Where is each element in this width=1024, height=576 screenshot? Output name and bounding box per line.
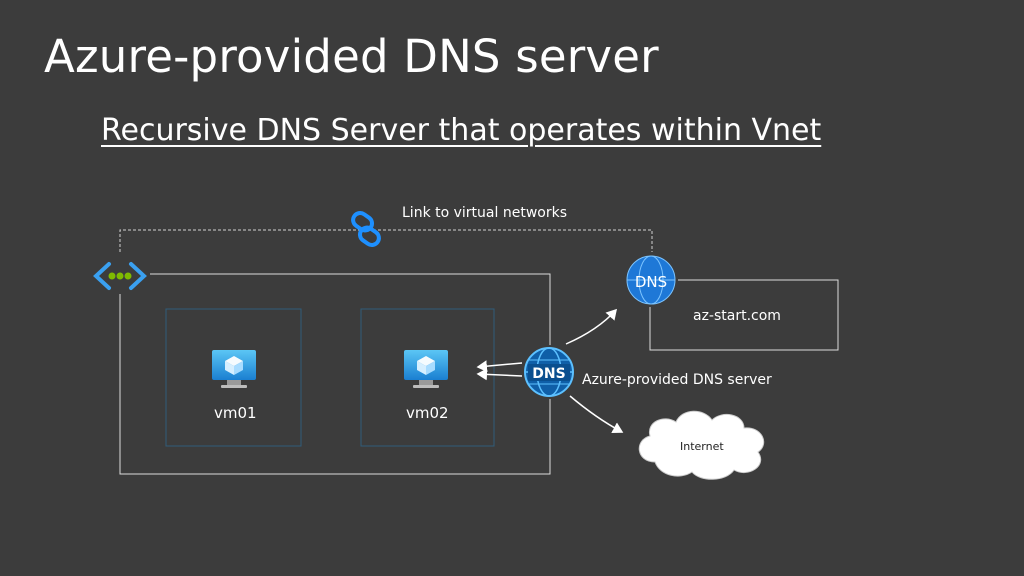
page-subtitle: Recursive DNS Server that operates withi…: [101, 113, 822, 148]
vm02-label: vm02: [406, 404, 449, 422]
virtual-machine-icon: [212, 350, 256, 388]
dns-to-zone-arrow: [565, 308, 618, 345]
private-zone-box: [649, 279, 839, 351]
dns-to-vm-arrow: [476, 368, 523, 381]
zone-badge-text: DNS: [635, 273, 667, 291]
dns-to-vm-arrow: [476, 360, 523, 373]
private-zone-label: az-start.com: [693, 308, 781, 324]
vm01-label: vm01: [214, 404, 257, 422]
dns-server-label: Azure-provided DNS server: [582, 372, 772, 388]
private-dns-zone-icon: DNS: [624, 253, 678, 307]
link-connector: [119, 229, 653, 252]
dns-badge-text: DNS: [532, 366, 565, 382]
vm02-box: [360, 308, 495, 447]
dns-globe-icon: DNS: [522, 345, 576, 399]
link-chain-icon: [351, 210, 381, 248]
vnet-icon: [88, 258, 150, 294]
cloud-icon: [638, 410, 765, 480]
link-label: Link to virtual networks: [402, 205, 567, 221]
vm01-box: [165, 308, 302, 447]
virtual-machine-icon: [404, 350, 448, 388]
dns-to-internet-arrow: [569, 395, 624, 434]
internet-label: Internet: [680, 440, 724, 453]
page-title: Azure-provided DNS server: [44, 30, 659, 83]
